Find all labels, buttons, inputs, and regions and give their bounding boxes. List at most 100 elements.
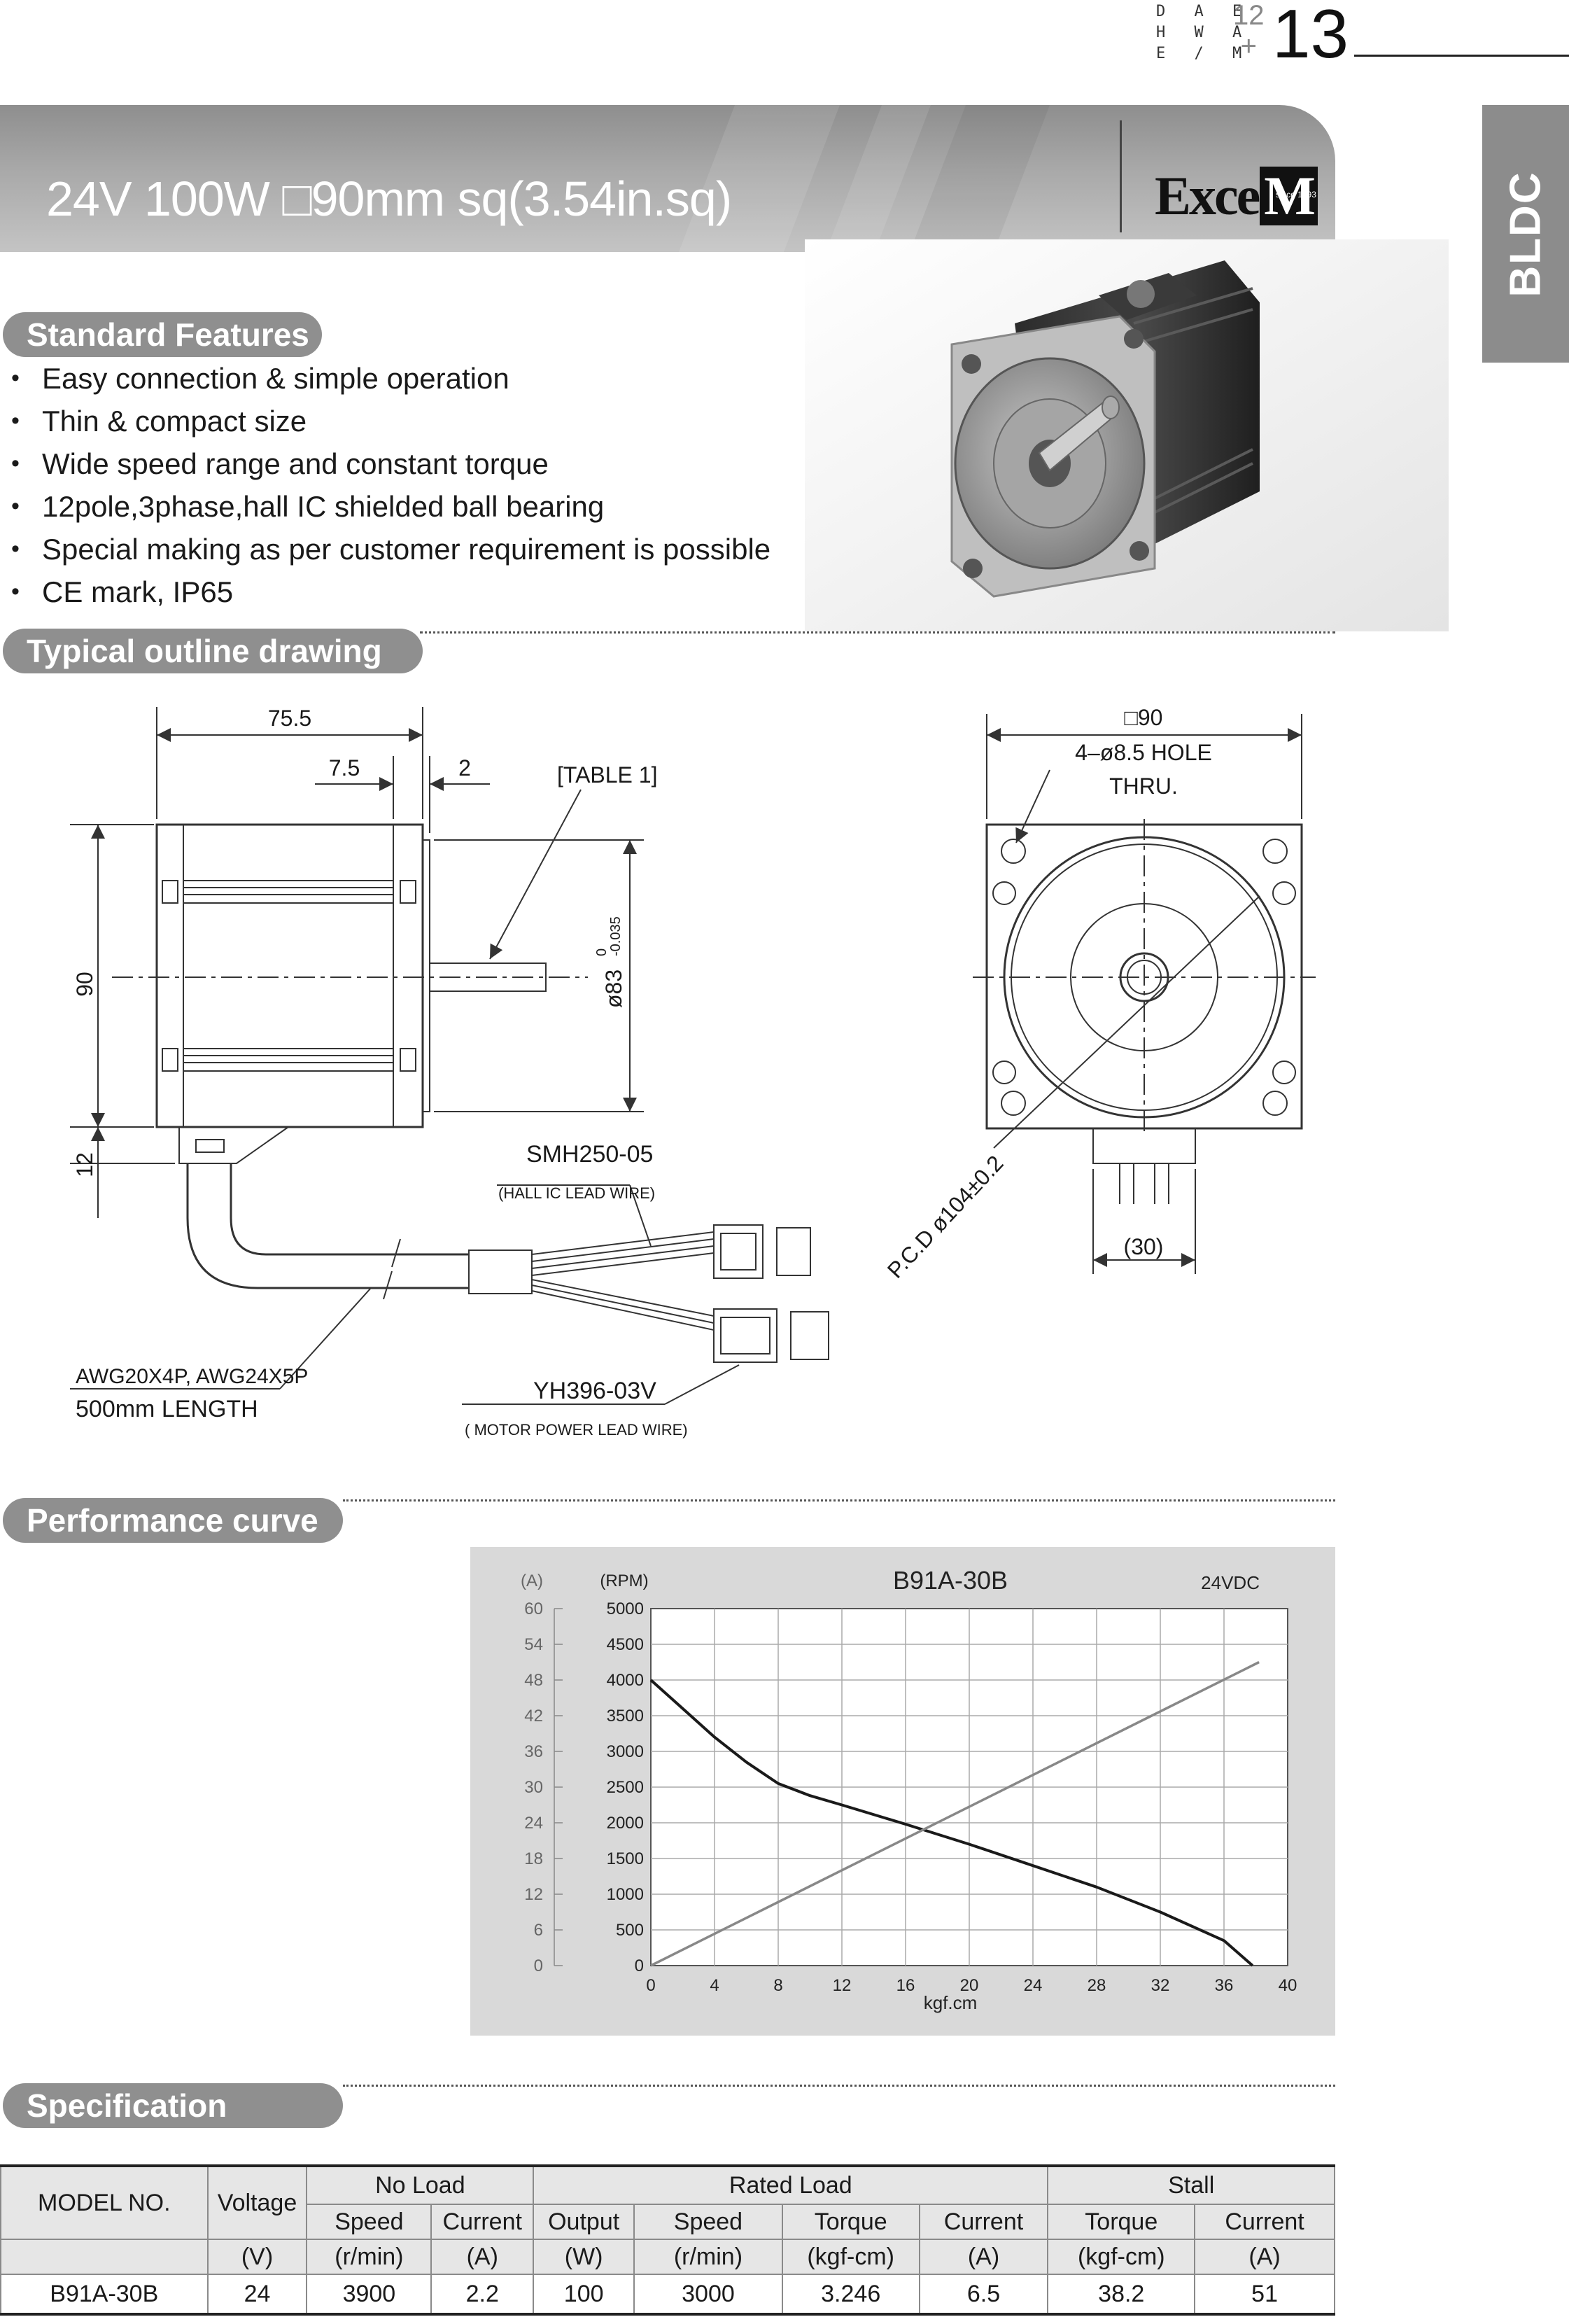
unit-cell: (A) bbox=[430, 2239, 535, 2275]
cell-rated-output: 100 bbox=[533, 2274, 635, 2315]
header-output: Output bbox=[533, 2204, 635, 2240]
chart-y-speed-tick-label: 1000 bbox=[607, 1885, 644, 1904]
feature-item: 12pole,3phase,hall IC shielded ball bear… bbox=[11, 485, 771, 528]
dim-bottom: 12 bbox=[72, 1152, 97, 1177]
section-number: 12 bbox=[1233, 0, 1265, 31]
cell-noload-current: 2.2 bbox=[430, 2274, 535, 2315]
feature-item: Wide speed range and constant torque bbox=[11, 442, 771, 485]
chart-series bbox=[649, 1660, 1260, 1967]
chart-y-speed-tick-label: 4500 bbox=[607, 1635, 644, 1654]
chart-y-current-tick-label: 54 bbox=[524, 1635, 543, 1654]
chart-y-current-tick-label: 0 bbox=[534, 1956, 543, 1975]
dim-height: 90 bbox=[72, 972, 97, 997]
chart-x-tick-label: 32 bbox=[1151, 1976, 1170, 1995]
chart-x-tick-label: 20 bbox=[960, 1976, 979, 1995]
dim-pilot-tol-lower: -0.035 bbox=[608, 916, 624, 956]
outline-section-rule bbox=[420, 631, 1335, 634]
header-torque: Torque bbox=[781, 2204, 920, 2240]
outline-drawing: 75.5 7.5 2 [TABLE 1] 90 12 ø83 0 -0.035 … bbox=[70, 705, 1316, 1438]
chart-y-speed-tick-label: 1500 bbox=[607, 1849, 644, 1868]
header-no-load: No Load bbox=[306, 2165, 535, 2205]
dim-length: 75.5 bbox=[268, 706, 311, 731]
header-stall: Stall bbox=[1047, 2165, 1335, 2205]
hall-note: (HALL IC LEAD WIRE) bbox=[498, 1184, 655, 1202]
section-standard-features: Standard Features bbox=[3, 312, 322, 357]
brand-letters-row-1: D A E bbox=[1156, 3, 1252, 20]
unit-cell: (A) bbox=[1194, 2239, 1335, 2275]
current-curve bbox=[650, 1660, 1260, 1967]
chart-y-speed-tick-label: 500 bbox=[616, 1921, 644, 1940]
chart-x-tick-label: 0 bbox=[646, 1976, 655, 1995]
chart-grid bbox=[554, 1608, 1288, 1966]
header-current: Current bbox=[918, 2204, 1049, 2240]
speed-curve bbox=[649, 1679, 1254, 1967]
square-size: □90 bbox=[1125, 705, 1163, 730]
table-ref: [TABLE 1] bbox=[557, 762, 657, 788]
logo-box-letter: M bbox=[1264, 165, 1316, 226]
chart-xlabel: kgf.cm bbox=[924, 1992, 978, 2013]
header-torque: Torque bbox=[1047, 2204, 1196, 2240]
chart-y-speed-tick-label: 3500 bbox=[607, 1707, 644, 1726]
header-current: Current bbox=[1194, 2204, 1335, 2240]
hall-connector: SMH250-05 bbox=[526, 1141, 653, 1168]
chart-y-speed-tick-label: 0 bbox=[635, 1956, 644, 1975]
chart-x-tick-label: 12 bbox=[833, 1976, 852, 1995]
dim-flange: 7.5 bbox=[329, 755, 360, 780]
section-specification: Specification bbox=[3, 2083, 343, 2128]
hole-spec: 4–ø8.5 HOLE bbox=[1075, 740, 1212, 765]
chart-y-current-tick-label: 48 bbox=[524, 1671, 543, 1690]
brand-letters-row-2: H W A bbox=[1156, 24, 1252, 41]
specification-section-rule bbox=[343, 2085, 1335, 2087]
chart-title: B91A-30B bbox=[893, 1566, 1008, 1595]
unit-cell: (A) bbox=[918, 2239, 1049, 2275]
dim-pilot-tol-upper: 0 bbox=[594, 948, 610, 956]
cell-voltage: 24 bbox=[206, 2274, 308, 2315]
feature-item: Easy connection & simple operation bbox=[11, 357, 771, 400]
header-model: MODEL NO. bbox=[0, 2165, 209, 2240]
chart-x-tick-label: 40 bbox=[1279, 1976, 1297, 1995]
chart-y-current-tick-label: 36 bbox=[524, 1742, 543, 1761]
chart-x-tick-label: 36 bbox=[1215, 1976, 1234, 1995]
unit-cell: (r/min) bbox=[633, 2239, 783, 2275]
wire-length: 500mm LENGTH bbox=[76, 1396, 258, 1422]
unit-cell: (V) bbox=[206, 2239, 308, 2275]
chart-x-tick-label: 4 bbox=[710, 1976, 719, 1995]
header-voltage: Voltage bbox=[206, 2165, 308, 2240]
chart-x-tick-label: 8 bbox=[773, 1976, 782, 1995]
unit-cell: (r/min) bbox=[306, 2239, 432, 2275]
header-model-unit-blank bbox=[0, 2239, 209, 2275]
logo-text: Exce bbox=[1155, 165, 1260, 226]
feature-item: Special making as per customer requireme… bbox=[11, 528, 771, 570]
unit-cell: (W) bbox=[533, 2239, 635, 2275]
table-row: B91A-30B 24 3900 2.2 100 3000 3.246 6.5 … bbox=[0, 2274, 1335, 2315]
chart-x-tick-label: 28 bbox=[1088, 1976, 1106, 1995]
header-speed: Speed bbox=[306, 2204, 432, 2240]
chart-y-speed-tick-label: 3000 bbox=[607, 1742, 644, 1761]
spec-table: MODEL NO. Voltage No Load Rated Load Sta… bbox=[0, 2164, 1335, 2316]
chart-y-current-tick-label: 42 bbox=[524, 1707, 543, 1726]
chart-y-speed-tick-label: 4000 bbox=[607, 1671, 644, 1690]
pcd-label: P.C.D ø104±0.2 bbox=[882, 1151, 1008, 1283]
header-speed: Speed bbox=[633, 2204, 783, 2240]
chart-y-current-tick-label: 60 bbox=[524, 1600, 543, 1618]
power-connector: YH396-03V bbox=[533, 1378, 656, 1404]
cell-rated-current: 6.5 bbox=[918, 2274, 1049, 2315]
side-tab-label: BLDC bbox=[1501, 170, 1550, 298]
chart-y-current-tick-label: 18 bbox=[524, 1849, 543, 1868]
chart-y-current-tick-label: 24 bbox=[524, 1814, 543, 1833]
page-title: 24V 100W □90mm sq(3.54in.sq) bbox=[46, 172, 732, 226]
wire-spec: AWG20X4P, AWG24X5P bbox=[76, 1365, 308, 1388]
chart-y-current-tick-label: 12 bbox=[524, 1885, 543, 1904]
header-current: Current bbox=[430, 2204, 535, 2240]
chart-y-speed-tick-label: 2500 bbox=[607, 1778, 644, 1797]
banner-texture bbox=[679, 105, 1050, 252]
chart-ylabel-speed: (RPM) bbox=[600, 1572, 648, 1590]
unit-cell: (kgf-cm) bbox=[1047, 2239, 1196, 2275]
unit-cell: (kgf-cm) bbox=[781, 2239, 920, 2275]
page-number: 13 bbox=[1272, 0, 1349, 72]
